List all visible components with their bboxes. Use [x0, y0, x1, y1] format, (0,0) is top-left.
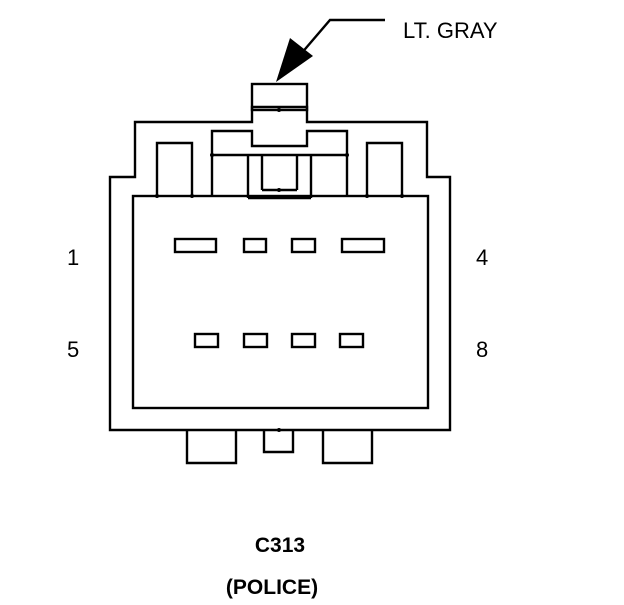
pin-terminal-7: [290, 332, 317, 349]
pin-label-1: 1: [67, 245, 79, 270]
bottom-foot-left: [185, 430, 238, 465]
pin-terminal-4: [340, 237, 386, 254]
inner-top-notch: [155, 129, 404, 196]
pin-terminal-5: [193, 332, 220, 349]
pin-terminal-3: [290, 237, 317, 254]
connector-variant: (POLICE): [226, 576, 318, 599]
pin-terminal-1: [173, 237, 218, 254]
bottom-foot-center: [262, 430, 295, 454]
pin-label-4: 4: [476, 245, 488, 270]
pin-terminal-2: [242, 237, 268, 254]
center-latch: [246, 155, 313, 200]
pin-label-5: 5: [67, 337, 79, 362]
connector-id: C313: [255, 534, 305, 557]
leader-line: [299, 18, 385, 56]
bottom-foot-right: [321, 430, 374, 465]
color-label: LT. GRAY: [403, 18, 498, 43]
inner-cavity: [131, 194, 430, 410]
pin-terminal-8: [338, 332, 365, 349]
leader-arrow-icon: [276, 38, 313, 82]
pin-terminal-6: [242, 332, 269, 349]
pin-label-8: 8: [476, 337, 488, 362]
